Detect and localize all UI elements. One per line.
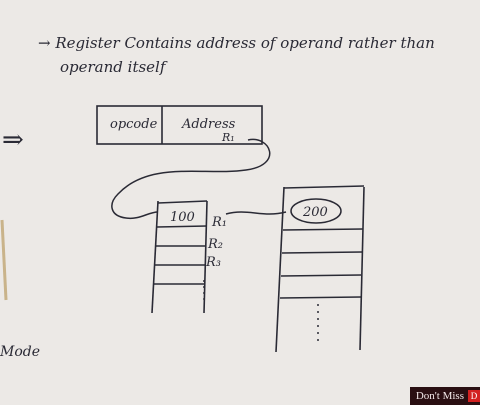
register-file: 100 R₁ R₂ R₃ xyxy=(151,200,227,314)
address-register: R₁ xyxy=(221,131,235,144)
register-row-1 xyxy=(156,225,208,228)
register-right-edge xyxy=(203,200,208,314)
memory-value: 200 xyxy=(302,205,328,220)
banner-text: Don't Miss xyxy=(415,390,464,402)
dont-miss-banner[interactable]: Don't Miss D xyxy=(409,387,480,405)
connector-curve xyxy=(111,138,271,220)
memory-top xyxy=(283,185,365,189)
register-r1-value: 100 xyxy=(170,210,195,225)
memory-value-circle xyxy=(290,198,342,224)
r1-to-memory-line xyxy=(225,211,287,215)
register-left-edge xyxy=(151,200,159,314)
left-edge-mark xyxy=(0,219,8,301)
note-line-1: → Register Contains address of operand r… xyxy=(38,34,435,52)
memory-left-edge xyxy=(275,186,285,353)
memory-right-edge xyxy=(359,186,365,351)
register-label-r1: R₁ xyxy=(211,215,227,230)
register-top xyxy=(157,200,208,204)
memory-block: 200 xyxy=(275,185,365,353)
register-label-r2: R₂ xyxy=(207,237,223,252)
memory-row-1 xyxy=(282,228,364,231)
memory-row-3 xyxy=(280,274,362,277)
memory-row-2 xyxy=(281,251,363,254)
address-field: Address xyxy=(181,117,236,132)
banner-badge: D xyxy=(468,390,480,402)
opcode-field: opcode xyxy=(110,117,158,132)
memory-row-4 xyxy=(279,296,362,299)
register-label-r3: R₃ xyxy=(205,255,221,270)
instruction-format: opcode Address R₁ xyxy=(96,105,263,145)
note-line-2: operand itself xyxy=(60,58,168,76)
instruction-box xyxy=(96,105,263,145)
left-mode-word: Mode xyxy=(0,344,40,360)
left-arrow: ⇒ xyxy=(2,125,24,155)
